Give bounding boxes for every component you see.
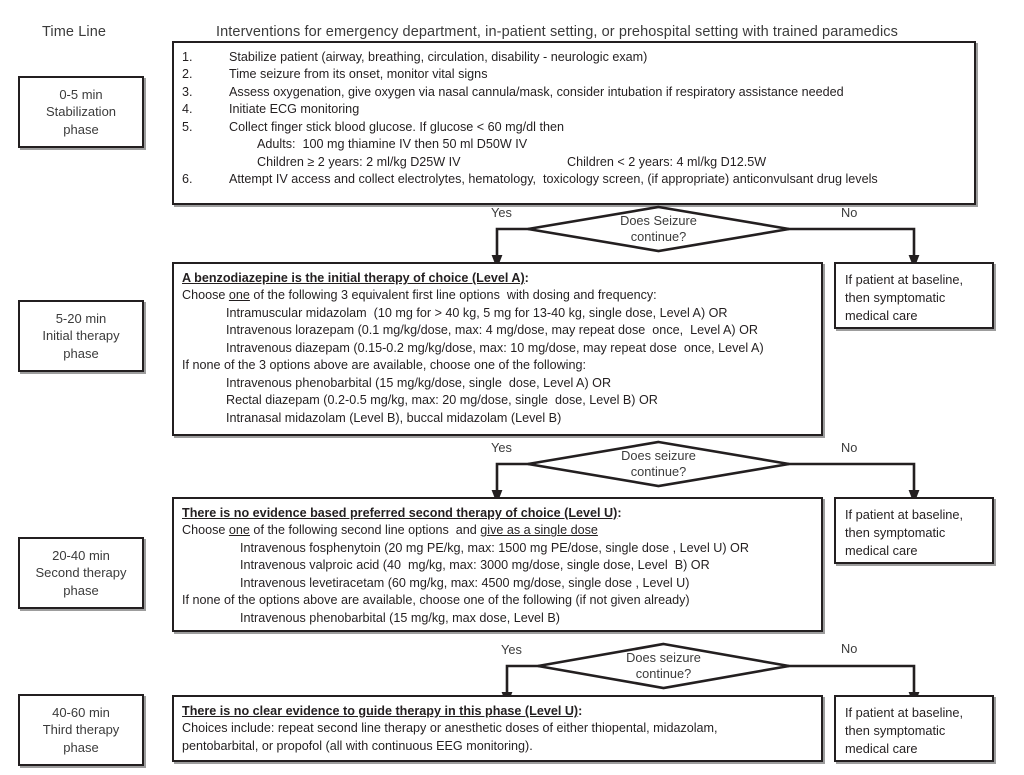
list-text: Assess oxygenation, give oxygen via nasa… (229, 84, 844, 99)
baseline-line-1: If patient at baseline, (845, 705, 964, 720)
second-therapy-fallback-intro: If none of the options above are availab… (182, 593, 690, 608)
decision-no-label-1: No (841, 205, 858, 220)
list-text: Collect finger stick blood glucose. If g… (229, 119, 564, 134)
timeline-box-stabilization: 0-5 min Stabilization phase (18, 76, 144, 148)
list-item: 3. Assess oxygenation, give oxygen via n… (182, 84, 966, 101)
initial-therapy-option: Intramuscular midazolam (10 mg for > 40 … (226, 305, 728, 320)
timeline-label-1: Stabilization (45, 104, 117, 120)
timeline-label-2: phase (63, 121, 99, 137)
list-number: 1. (182, 50, 193, 64)
initial-therapy-choose-line: Choose one of the following 3 equivalent… (182, 287, 813, 304)
list-item: 5. Collect finger stick blood glucose. I… (182, 119, 966, 136)
initial-therapy-title-text: A benzodiazepine is the initial therapy … (182, 271, 525, 285)
list-text: Attempt IV access and collect electrolyt… (229, 172, 878, 187)
stabilization-box: 1. Stabilize patient (airway, breathing,… (172, 41, 976, 205)
timeline-time: 5-20 min (55, 311, 107, 327)
baseline-line-1: If patient at baseline, (845, 272, 964, 287)
list-item: 6. Attempt IV access and collect electro… (182, 171, 966, 188)
list-item: 4. Initiate ECG monitoring (182, 101, 966, 118)
single-dose-emph: give as a single dose (480, 523, 598, 538)
glucose-children-row: Children ≥ 2 years: 2 ml/kg D25W IV Chil… (182, 154, 966, 171)
third-therapy-title: There is no clear evidence to guide ther… (182, 703, 813, 720)
initial-therapy-fallback-intro: If none of the 3 options above are avail… (182, 358, 586, 373)
initial-therapy-option: Intravenous lorazepam (0.1 mg/kg/dose, m… (226, 323, 759, 338)
timeline-box-second-therapy: 20-40 min Second therapy phase (18, 537, 144, 609)
choose-one-emph: one (228, 523, 250, 538)
baseline-line-1: If patient at baseline, (845, 507, 964, 522)
list-text: Time seizure from its onset, monitor vit… (229, 67, 488, 82)
timeline-time: 40-60 min (52, 705, 110, 721)
choose-prefix: Choose (182, 288, 229, 303)
decision-yes-label-3: Yes (501, 642, 522, 657)
second-therapy-title-text: There is no evidence based preferred sec… (182, 506, 618, 520)
list-number: 5. (182, 119, 193, 134)
initial-therapy-fallback: Intranasal midazolam (Level B), buccal m… (226, 410, 562, 425)
baseline-box-3: If patient at baseline, then symptomatic… (834, 695, 994, 762)
list-number: 6. (182, 172, 193, 187)
list-text: Initiate ECG monitoring (229, 102, 360, 117)
list-text: Stabilize patient (airway, breathing, ci… (229, 50, 648, 64)
timeline-label-1: Initial therapy (42, 328, 120, 344)
list-number: 3. (182, 84, 193, 99)
second-therapy-title: There is no evidence based preferred sec… (182, 505, 813, 522)
glucose-children-over2: Children ≥ 2 years: 2 ml/kg D25W IV (257, 154, 461, 169)
choose-prefix: Choose (182, 523, 229, 538)
decision-diamond-2: Does seizure continue? (527, 440, 790, 488)
baseline-line-2: then symptomatic (845, 290, 946, 306)
initial-therapy-fallback: Rectal diazepam (0.2-0.5 mg/kg, max: 20 … (226, 393, 658, 408)
second-therapy-choose-line: Choose one of the following second line … (182, 522, 813, 539)
timeline-label-2: phase (63, 739, 99, 755)
choose-mid: of the following second line options and (249, 523, 481, 538)
decision-yes-label-1: Yes (491, 205, 512, 220)
initial-therapy-title-colon: : (524, 271, 529, 285)
decision-diamond-3: Does seizure continue? (537, 642, 790, 690)
second-therapy-option: Intravenous levetiracetam (60 mg/kg, max… (240, 575, 690, 590)
baseline-line-3: medical care (845, 543, 918, 559)
timeline-time: 20-40 min (52, 548, 110, 564)
glucose-adults-line: Adults: 100 mg thiamine IV then 50 ml D5… (257, 137, 528, 152)
initial-therapy-title: A benzodiazepine is the initial therapy … (182, 270, 813, 287)
baseline-line-2: then symptomatic (845, 723, 946, 739)
list-number: 2. (182, 67, 193, 82)
timeline-box-initial-therapy: 5-20 min Initial therapy phase (18, 300, 144, 372)
decision-diamond-1: Does Seizure continue? (527, 205, 790, 253)
interventions-header: Interventions for emergency department, … (216, 24, 898, 40)
glucose-children-under2: Children < 2 years: 4 ml/kg D12.5W (567, 154, 767, 169)
decision-no-label-3: No (841, 641, 858, 656)
timeline-header: Time Line (42, 24, 107, 40)
timeline-label-1: Second therapy (35, 565, 127, 581)
choose-suffix: of the following 3 equivalent first line… (249, 288, 657, 303)
second-therapy-fallback: Intravenous phenobarbital (15 mg/kg, max… (240, 610, 560, 625)
second-therapy-box: There is no evidence based preferred sec… (172, 497, 823, 632)
timeline-time: 0-5 min (59, 87, 103, 103)
baseline-box-1: If patient at baseline, then symptomatic… (834, 262, 994, 329)
timeline-label-2: phase (63, 582, 99, 598)
third-therapy-title-colon: : (578, 704, 583, 718)
timeline-box-third-therapy: 40-60 min Third therapy phase (18, 694, 144, 766)
third-therapy-line: pentobarbital, or propofol (all with con… (182, 738, 533, 753)
baseline-box-2: If patient at baseline, then symptomatic… (834, 497, 994, 564)
timeline-label-1: Third therapy (42, 722, 120, 738)
decision-yes-label-2: Yes (491, 440, 512, 455)
second-therapy-title-colon: : (617, 506, 622, 520)
baseline-line-2: then symptomatic (845, 525, 946, 541)
second-therapy-option: Intravenous valproic acid (40 mg/kg, max… (240, 558, 710, 573)
initial-therapy-box: A benzodiazepine is the initial therapy … (172, 262, 823, 436)
third-therapy-box: There is no clear evidence to guide ther… (172, 695, 823, 762)
third-therapy-line: Choices include: repeat second line ther… (182, 721, 718, 736)
baseline-line-3: medical care (845, 308, 918, 324)
decision-no-label-2: No (841, 440, 858, 455)
list-item: 2. Time seizure from its onset, monitor … (182, 66, 966, 83)
list-number: 4. (182, 102, 193, 117)
baseline-line-3: medical care (845, 741, 918, 757)
list-item: 1. Stabilize patient (airway, breathing,… (182, 49, 966, 66)
initial-therapy-fallback: Intravenous phenobarbital (15 mg/kg/dose… (226, 375, 612, 390)
choose-one-emph: one (228, 288, 250, 303)
initial-therapy-option: Intravenous diazepam (0.15-0.2 mg/kg/dos… (226, 340, 764, 355)
timeline-label-2: phase (63, 345, 99, 361)
third-therapy-title-text: There is no clear evidence to guide ther… (182, 704, 579, 718)
second-therapy-option: Intravenous fosphenytoin (20 mg PE/kg, m… (240, 540, 749, 555)
